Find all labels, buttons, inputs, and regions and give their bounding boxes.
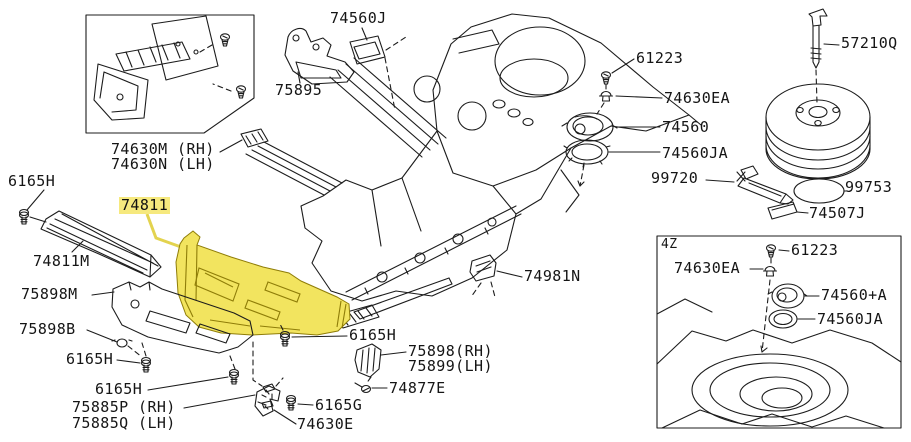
callout-57210Q: 57210Q — [841, 34, 898, 52]
callout-74630N-LH: 74630N (LH) — [111, 155, 215, 173]
fasteners-left — [116, 342, 240, 391]
callout-75898B: 75898B — [19, 320, 76, 338]
callout-61223: 61223 — [636, 49, 684, 67]
callout-74981N: 74981N — [524, 267, 581, 285]
callout-74630M-RH: 74630M (RH) — [111, 140, 215, 158]
callout-74811-highlighted: 74811 — [119, 196, 171, 214]
part-75898M-cover — [91, 281, 254, 354]
callout-6165H-b: 6165H — [66, 350, 114, 368]
callout-75895: 75895 — [275, 81, 323, 99]
leader-74630MN — [219, 128, 343, 196]
part-74981N-plate — [469, 254, 523, 298]
inset-corner-code: 4Z — [661, 237, 678, 252]
inset-callout-74560JA: 74560JA — [817, 310, 884, 328]
part-74811-shape — [175, 230, 351, 336]
part-74560J — [349, 27, 407, 111]
callout-74560JA: 74560JA — [662, 144, 729, 162]
callout-99753: 99753 — [845, 178, 893, 196]
callout-75899-LH: 75899(LH) — [408, 357, 493, 375]
callout-75885P-RH: 75885P (RH) — [72, 398, 176, 416]
callout-74507J: 74507J — [809, 204, 866, 222]
callout-74630EA: 74630EA — [664, 89, 731, 107]
inset-box-heat-shields — [85, 14, 255, 134]
spare-wheel — [765, 8, 871, 180]
inset-callout-74560-plusA: 74560+A — [821, 286, 888, 304]
callout-75885Q-LH: 75885Q (LH) — [72, 414, 176, 432]
callout-99720: 99720 — [651, 169, 699, 187]
part-99720-jack — [705, 165, 794, 205]
inset-callout-61223: 61223 — [791, 241, 839, 259]
part-74811M-shield — [18, 189, 162, 278]
callout-74560: 74560 — [662, 118, 710, 136]
part-74507J-plate — [767, 201, 809, 220]
callout-75898M: 75898M — [21, 285, 78, 303]
callout-74630E: 74630E — [297, 415, 354, 433]
main-floor-pan — [300, 13, 702, 329]
inset-callout-74630EA: 74630EA — [674, 259, 741, 277]
callout-74811M: 74811M — [33, 252, 90, 270]
inset-box-spare-well — [656, 235, 902, 429]
callout-74877E: 74877E — [389, 379, 446, 397]
part-74811-highlighted — [145, 213, 351, 336]
part-99753-pad — [793, 178, 848, 204]
part-75895 — [284, 28, 355, 85]
callout-6165H-a: 6165H — [8, 172, 56, 190]
callout-75898-RH: 75898(RH) — [408, 342, 493, 360]
callout-6165H-d: 6165H — [349, 326, 397, 344]
part-74630E-clips — [261, 377, 314, 425]
part-75898RH-bracket — [278, 321, 407, 394]
callout-6165G: 6165G — [315, 396, 363, 414]
part-75898B-clip — [86, 329, 143, 358]
callout-6165H-c: 6165H — [95, 380, 143, 398]
callout-74560J: 74560J — [330, 9, 387, 27]
right-plug-parts — [561, 58, 663, 187]
